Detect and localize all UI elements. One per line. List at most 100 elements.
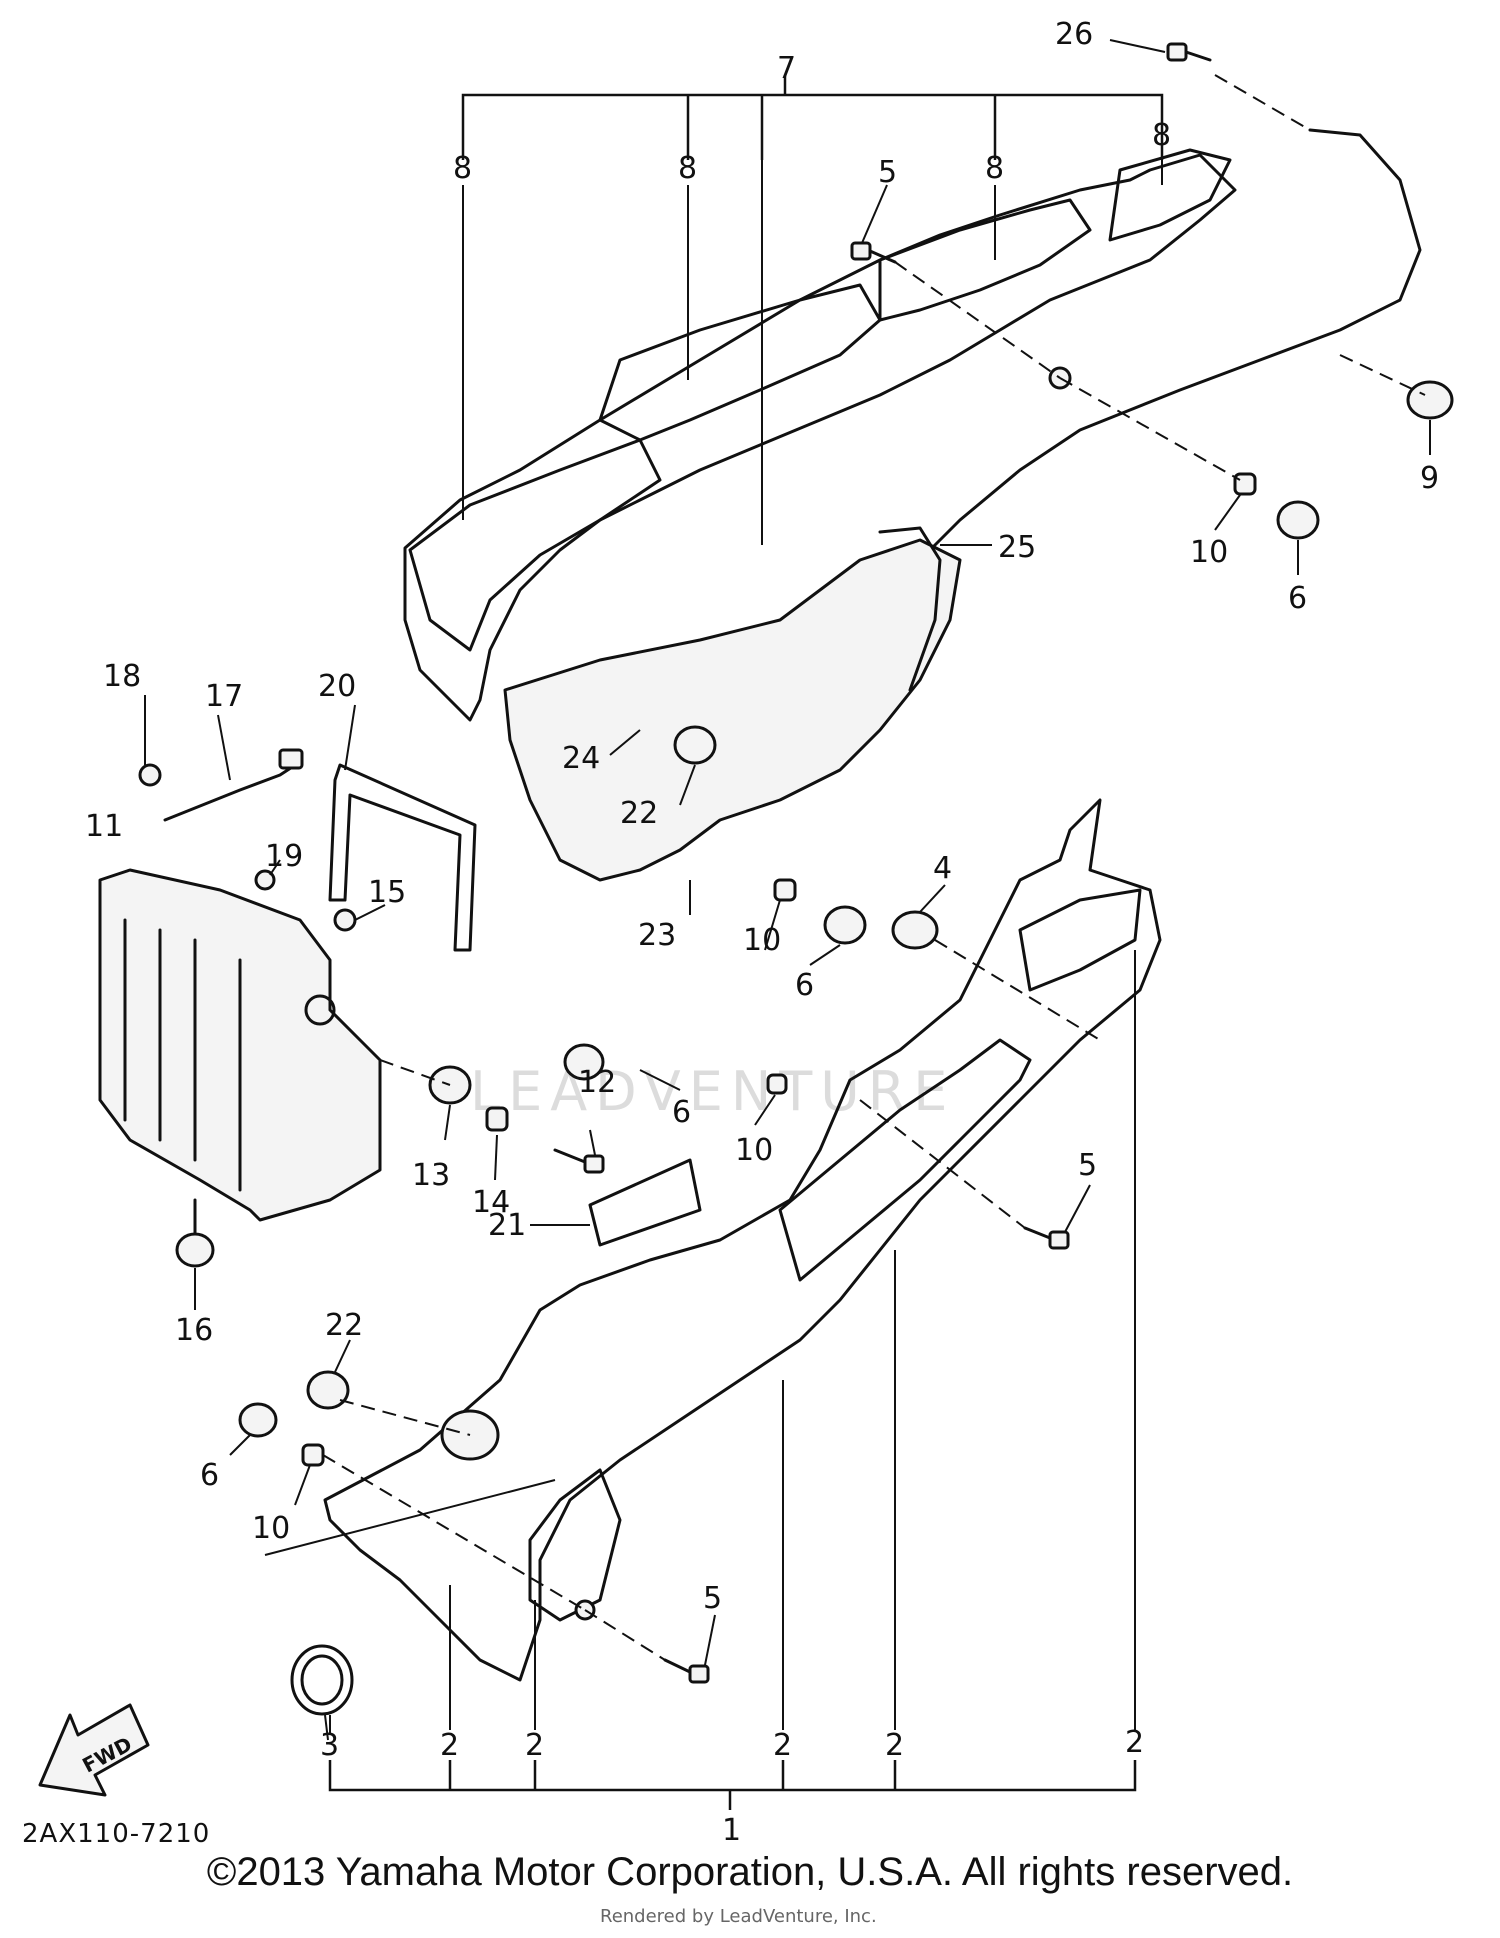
collar-10-upper: [1233, 472, 1257, 496]
callout-20: 20: [318, 669, 356, 704]
ring-3-inner: [300, 1654, 344, 1706]
nut-19: [254, 869, 276, 891]
callout-2-d: 2: [885, 1728, 904, 1763]
callout-8-b: 8: [678, 151, 697, 186]
dash-10-upper: [1059, 377, 1241, 481]
callout-16: 16: [175, 1313, 213, 1348]
watermark-text: LEADVENTURE: [470, 1060, 955, 1123]
band-17: [163, 760, 302, 822]
cover-panel-2: [778, 1038, 1032, 1282]
decal-8-mid: [598, 283, 882, 442]
dash-4: [934, 939, 1101, 1041]
ring-3: [290, 1644, 354, 1716]
callout-8-a: 8: [453, 151, 472, 186]
callout-6-lower: 6: [200, 1458, 219, 1493]
diagram-code: 2AX110-7210: [22, 1819, 210, 1849]
callout-6-center: 6: [795, 968, 814, 1003]
line-3-cover: [264, 1479, 556, 1556]
callout-18: 18: [103, 659, 141, 694]
bolt-5-right: [1023, 1226, 1070, 1250]
callout-5-right: 5: [1078, 1148, 1097, 1183]
callout-7: 7: [777, 51, 796, 86]
callout-14: 14: [472, 1185, 510, 1220]
bolt-5-lower: [663, 1658, 710, 1684]
callout-21: 21: [488, 1208, 526, 1243]
side-cover-assembly: [238, 798, 1162, 1716]
dash-5-right: [859, 1099, 1026, 1229]
callout-4: 4: [933, 851, 952, 886]
callout-25: 25: [998, 530, 1036, 565]
callout-22-lower: 22: [325, 1308, 363, 1343]
dash-5-upper: [894, 261, 1061, 379]
dash-13: [379, 1059, 451, 1086]
callout-2-b: 2: [525, 1728, 544, 1763]
callout-8-c: 8: [985, 151, 1004, 186]
callout-2-e: 2: [1125, 1725, 1144, 1760]
callout-17: 17: [205, 679, 243, 714]
group-bracket-1: [328, 950, 1137, 1810]
grommet-6-upper: [1276, 500, 1320, 540]
tray-lip: [878, 526, 942, 692]
callout-6-upper: 6: [1288, 581, 1307, 616]
box-mount: [304, 994, 336, 1026]
tray-part-25: [503, 538, 962, 882]
callout-1: 1: [722, 1813, 741, 1848]
callout-11: 11: [85, 809, 123, 844]
collar-10-mid: [766, 1073, 788, 1095]
cover-panel-rear: [1018, 888, 1142, 992]
callout-9: 9: [1420, 461, 1439, 496]
bolt-12: [553, 1148, 605, 1174]
bracket-20: [328, 763, 477, 952]
callout-10-upper: 10: [1190, 535, 1228, 570]
callout-26: 26: [1055, 17, 1093, 52]
callout-10-mid: 10: [735, 1133, 773, 1168]
callout-22-upper: 22: [620, 796, 658, 831]
grommet-22-upper: [673, 725, 717, 765]
callout-23: 23: [638, 918, 676, 953]
callout-15: 15: [368, 875, 406, 910]
dash-5-lower: [584, 1609, 666, 1661]
band-17-end: [278, 748, 304, 770]
collar-10-lower: [301, 1443, 325, 1467]
grommet-6-mid: [563, 1043, 605, 1081]
collar-14: [485, 1106, 509, 1132]
dash-10-lower: [322, 1454, 586, 1611]
bolt-26: [1166, 42, 1212, 62]
callout-2-a: 2: [440, 1728, 459, 1763]
screw-18: [138, 763, 162, 787]
grommet-6-lower: [238, 1402, 278, 1438]
battery-box-assembly: [98, 748, 509, 1268]
decal-8-right: [878, 198, 1092, 322]
seat-cowl-assembly: [403, 42, 1454, 882]
callouts: 26 7 8 8 8 8 5 9 10 6 25 24 22 23 18 17 …: [85, 17, 1439, 1848]
callout-8-d: 8: [1152, 118, 1171, 153]
seat-outline: [403, 153, 1237, 722]
callout-5-upper: 5: [878, 155, 897, 190]
callout-6-mid: 6: [672, 1095, 691, 1130]
rendered-by-note: Rendered by LeadVenture, Inc.: [600, 1906, 877, 1927]
callout-12: 12: [578, 1065, 616, 1100]
cover-panel-front: [528, 1468, 622, 1622]
decal-8-rear: [1108, 148, 1232, 242]
copyright-notice: ©2013 Yamaha Motor Corporation, U.S.A. A…: [206, 1850, 1294, 1894]
callout-13: 13: [412, 1158, 450, 1193]
callout-5-lower: 5: [703, 1581, 722, 1616]
callout-3: 3: [320, 1728, 339, 1763]
group-bracket-7: [461, 75, 1164, 545]
decal-21: [588, 1158, 702, 1247]
side-cover-2: [323, 798, 1162, 1682]
bolt-5-upper: [850, 241, 897, 264]
fwd-arrow-icon: FWD: [38, 1703, 150, 1797]
callout-19: 19: [265, 839, 303, 874]
grommet-22-lower: [306, 1370, 350, 1410]
nut-15: [333, 908, 357, 932]
callout-2-c: 2: [773, 1728, 792, 1763]
damper-16: [175, 1232, 215, 1268]
callout-10-lower: 10: [252, 1511, 290, 1546]
leader-lines: [144, 39, 1431, 1741]
decal-8-left: [408, 438, 662, 652]
grommet-9: [1406, 380, 1454, 420]
dash-22-lower: [339, 1399, 471, 1436]
collar-10-center: [773, 878, 797, 902]
